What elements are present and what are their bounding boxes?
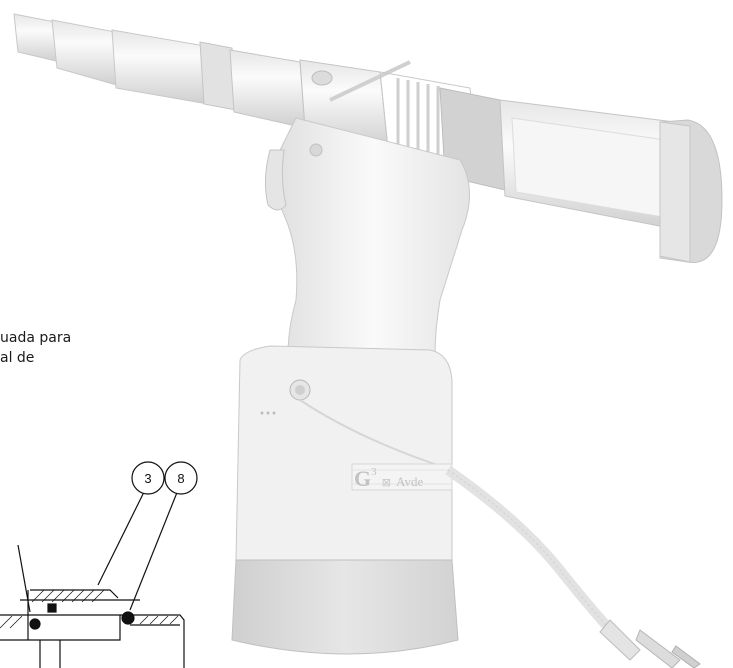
callout-8-label: 8 [177, 471, 184, 486]
brand-separator-icon: ⊠ [381, 476, 391, 489]
brand-mark: G [354, 466, 372, 491]
callout-3-label: 3 [144, 471, 151, 486]
tool-lower-body [231, 345, 459, 655]
caption-line-2: al de [0, 350, 35, 366]
caption-line-1: uada para [0, 330, 72, 346]
caption-text: uada para al de [0, 328, 71, 368]
tool-nose [13, 13, 237, 111]
brand-text: G3 ⊠ Avde [354, 466, 424, 491]
air-hose [445, 465, 701, 668]
brand-name: Avde [396, 474, 424, 489]
tool-rear-cylinder [439, 87, 723, 263]
cross-section-diagram [0, 461, 198, 668]
brand-superscript: 3 [371, 466, 377, 478]
